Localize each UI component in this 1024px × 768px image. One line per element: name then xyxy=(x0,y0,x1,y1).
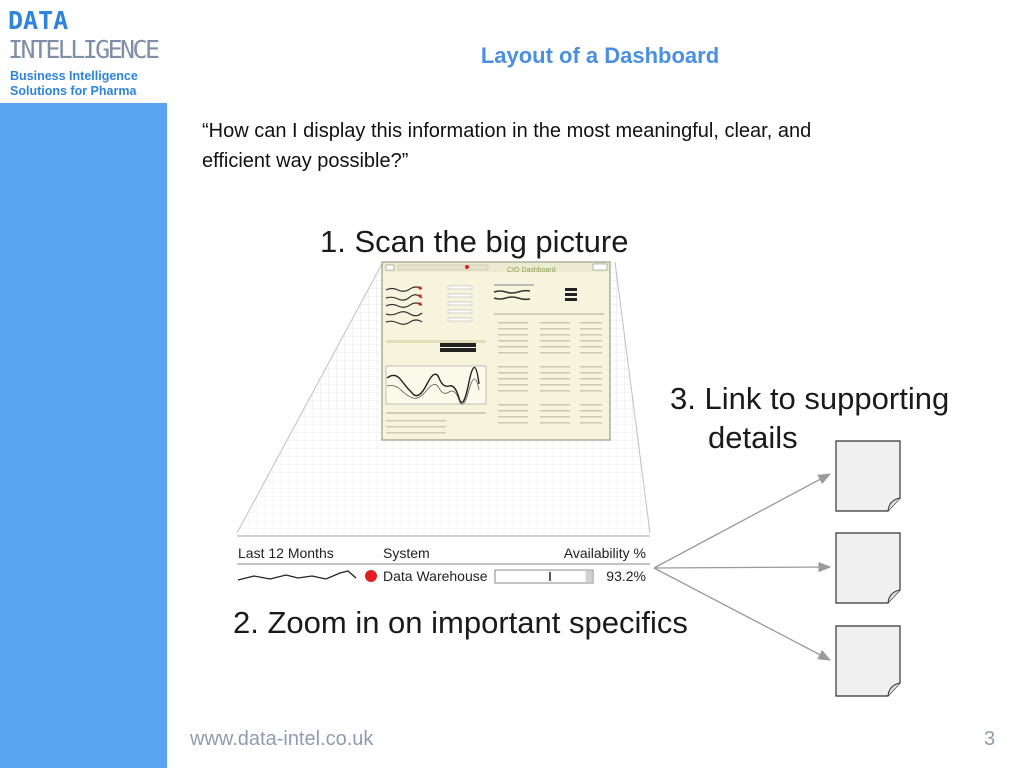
footer-website-url: www.data-intel.co.uk xyxy=(190,728,374,750)
thumbnail-title: CIO Dashboard xyxy=(507,267,556,274)
quote-line-1: “How can I display this information in t… xyxy=(202,120,812,142)
dashboard-thumbnail: CIO Dashboard xyxy=(381,261,611,441)
slide-quote: “How can I display this information in t… xyxy=(202,116,962,176)
step-1-label: 1. Scan the big picture xyxy=(320,224,628,259)
zoom-col-availability-header: Availability % xyxy=(564,545,646,561)
availability-bar xyxy=(494,569,594,584)
link-arrows xyxy=(653,473,832,661)
zoomed-row: Last 12 Months System Availability % Dat… xyxy=(237,535,650,584)
step-3-label-line-2: details xyxy=(708,420,798,455)
supporting-document-1 xyxy=(835,440,901,512)
step-2-label: 2. Zoom in on important specifics xyxy=(233,605,688,640)
zoom-col-system-header: System xyxy=(383,545,430,561)
supporting-document-3 xyxy=(835,625,901,697)
sparkline xyxy=(237,570,357,581)
quote-line-2: efficient way possible?” xyxy=(202,150,409,172)
zoom-availability-value: 93.2% xyxy=(606,568,646,584)
zoom-col-last12months-header: Last 12 Months xyxy=(238,545,334,561)
slide-page-number: 3 xyxy=(984,728,996,750)
zoom-system-name: Data Warehouse xyxy=(383,568,488,584)
logo-tagline-1: Business Intelligence xyxy=(10,69,138,83)
step-3-label-line-1: 3. Link to supporting xyxy=(670,381,949,416)
status-indicator-red xyxy=(365,570,377,582)
sidebar-accent xyxy=(0,103,167,768)
logo-word-intelligence: INTELLIGENCE xyxy=(8,35,160,64)
slide-title: Layout of a Dashboard xyxy=(480,43,720,68)
logo-tagline-2: Solutions for Pharma xyxy=(10,84,137,98)
logo-word-data: DATA xyxy=(8,6,69,35)
availability-bar-track-shade xyxy=(585,571,592,582)
supporting-document-2 xyxy=(835,532,901,604)
